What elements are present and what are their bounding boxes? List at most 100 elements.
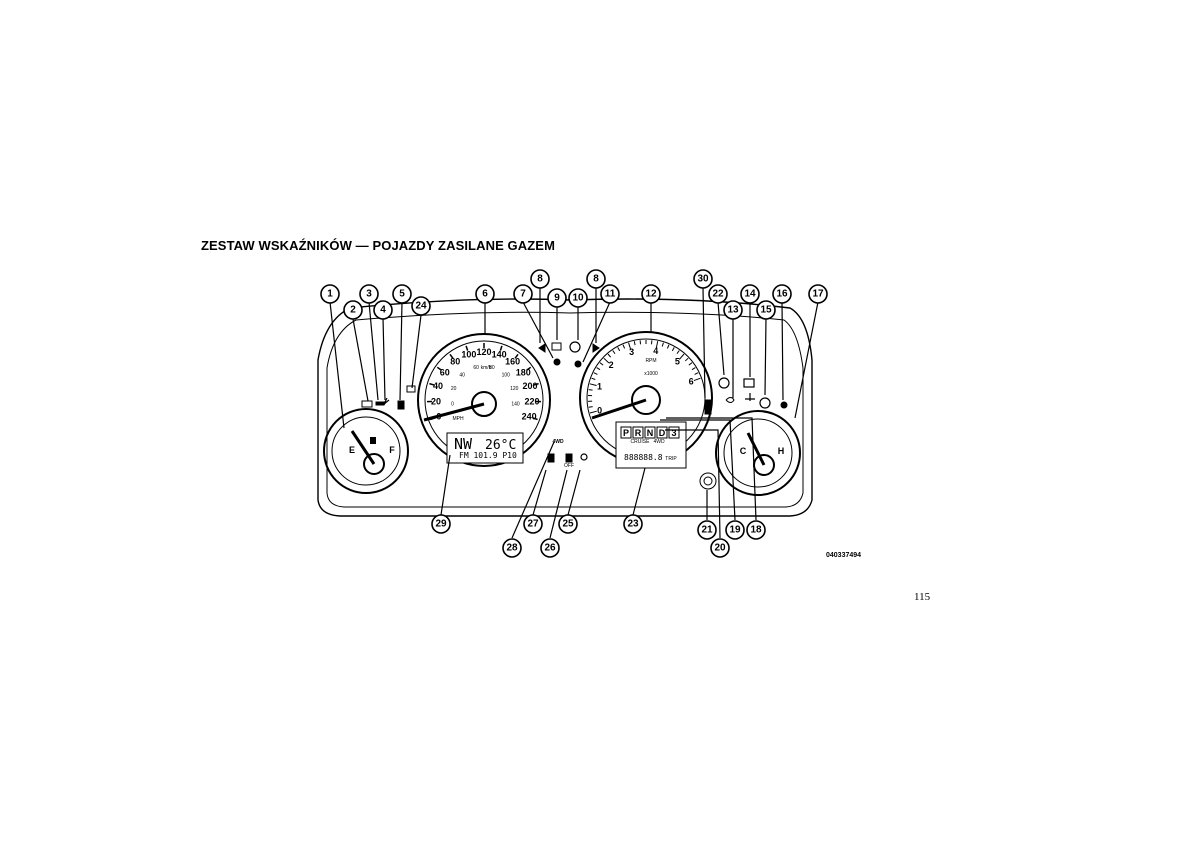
speed-unit-kmh: km/h (481, 365, 492, 371)
mph-label: 40 (459, 373, 465, 379)
speed-label: 220 (524, 396, 539, 406)
led-indicator-icon (780, 401, 788, 409)
callout-30: 30 (693, 269, 713, 289)
svg-text:26: 26 (544, 543, 556, 554)
callout-13: 13 (723, 300, 743, 320)
callout-3: 3 (359, 284, 379, 304)
rear-fog-icon (725, 397, 735, 403)
gear-label: R (635, 428, 642, 438)
rpm-tick (691, 367, 696, 371)
gear-box (632, 426, 644, 439)
mph-label: 20 (451, 386, 457, 392)
rpm-tick (688, 362, 693, 366)
svg-text:8: 8 (593, 274, 599, 285)
speed-label: 20 (431, 396, 441, 406)
gear-label: N (647, 428, 654, 438)
temp-cold-label: C (740, 446, 747, 456)
speed-tick (436, 366, 442, 371)
rpm-tick (671, 347, 675, 352)
fourwd-indicator: 4WD (552, 439, 564, 445)
callout-9: 9 (547, 288, 567, 308)
temp-hot-label: H (778, 446, 785, 456)
headlight-icon (551, 342, 562, 351)
rpm-tick (596, 367, 601, 371)
rpm-tick (617, 347, 621, 352)
callout-21: 21 (697, 520, 717, 540)
fuel-low-icon (397, 400, 405, 410)
turn-right-icon (592, 343, 600, 353)
speed-tick (465, 345, 469, 351)
rpm-tick (603, 357, 610, 364)
airbag-warning-icon (383, 397, 390, 405)
rpm-tick (622, 344, 626, 349)
svg-text:14: 14 (744, 289, 756, 300)
svg-text:2: 2 (350, 305, 356, 316)
callout-22: 22 (708, 284, 728, 304)
tach-multiplier: x1000 (644, 371, 658, 377)
svg-text:29: 29 (435, 519, 447, 530)
lcd-4wd-label: 4WD (653, 439, 665, 445)
svg-text:1: 1 (327, 289, 333, 300)
airbag-icon (574, 360, 582, 368)
speed-label: 240 (522, 411, 537, 421)
speed-tick (532, 417, 538, 421)
callout-23: 23 (623, 514, 643, 534)
svg-text:11: 11 (605, 289, 616, 300)
svg-text:27: 27 (527, 519, 539, 530)
speed-label: 120 (476, 347, 491, 357)
trip-label: TRIP (665, 456, 677, 462)
callout-18: 18 (746, 520, 766, 540)
rpm-tick (655, 341, 659, 349)
rpm-tick (588, 389, 593, 391)
rpm-tick (628, 342, 632, 350)
cruise-label: CRUISE (631, 439, 651, 445)
svg-text:18: 18 (750, 525, 762, 536)
svg-text:8: 8 (537, 274, 543, 285)
callout-8: 8 (530, 269, 550, 289)
figure-code: 040337494 (826, 552, 862, 559)
page-number: 115 (914, 591, 931, 603)
check-engine-icon (406, 385, 416, 393)
tpms-icon (743, 378, 755, 388)
callout-17: 17 (808, 284, 828, 304)
callout-12: 12 (641, 284, 661, 304)
callout-28: 28 (502, 538, 522, 558)
speed-label: 80 (450, 357, 460, 367)
gear-label: 3 (671, 428, 676, 438)
mph-label: 140 (511, 402, 520, 408)
svg-text:19: 19 (729, 525, 741, 536)
svg-text:13: 13 (727, 305, 739, 316)
svg-text:15: 15 (760, 305, 772, 316)
gear-box (656, 426, 668, 439)
rpm-tick (661, 342, 664, 347)
mph-label: 80 (489, 365, 495, 371)
callout-4: 4 (373, 300, 393, 320)
rpm-label: 6 (689, 377, 694, 387)
speed-label: 60 (440, 368, 450, 378)
temperature-gauge: C H (715, 410, 801, 496)
svg-text:5: 5 (399, 289, 405, 300)
fuel-full-label: F (389, 445, 395, 455)
lcd-radio: FM 101.9 P10 (459, 451, 517, 460)
rpm-tick (684, 357, 689, 362)
rpm-tick (666, 344, 670, 349)
mph-label: 0 (451, 402, 454, 408)
callout-11: 11 (600, 284, 620, 304)
seatbelt-icon (553, 358, 561, 366)
front-fog-icon (580, 453, 588, 461)
callout-20: 20 (710, 538, 730, 558)
tach-unit: RPM (645, 358, 656, 364)
gear-box (620, 426, 632, 439)
battery-icon (361, 400, 373, 408)
fuel-gauge: E F (323, 408, 409, 494)
shift-indicator-icon (704, 399, 712, 415)
lcd-left (446, 432, 524, 464)
callout-27: 27 (523, 514, 543, 534)
section-heading: ZESTAW WSKAŹNIKÓW — POJAZDY ZASILANE GAZ… (201, 238, 555, 253)
callout-5: 5 (392, 284, 412, 304)
rpm-tick (694, 372, 699, 375)
callout-7: 7 (513, 284, 533, 304)
gear-label: P (623, 428, 629, 438)
rpm-label: 2 (609, 360, 614, 370)
rpm-label: 4 (653, 346, 658, 356)
